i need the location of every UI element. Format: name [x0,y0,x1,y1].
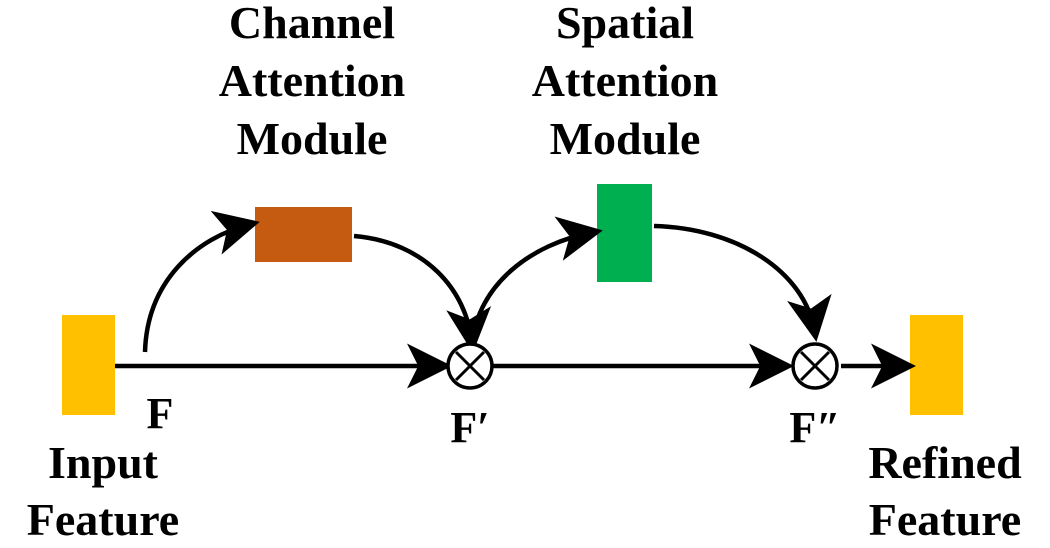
refined-feature-caption: Refined Feature [868,437,1022,545]
spatial-title-line-1: Spatial [556,0,694,48]
input-feature-caption: Input Feature [27,437,179,545]
first-multiply-symbol: F′ [450,403,489,452]
refined-caption-line-2: Feature [869,494,1021,545]
input-caption-line-1: Input [48,437,159,488]
input-feature-symbol: F [147,389,174,438]
spatial-title-line-3: Module [550,113,701,164]
input-caption-line-2: Feature [27,494,179,545]
channel-attention-block [255,207,352,262]
spatial-title-line-2: Attention [532,55,719,106]
channel-attention-title: Channel Attention Module [219,0,406,164]
refined-feature-block [910,315,963,415]
arrow-first-multiply-to-spatial [469,216,603,345]
refined-caption-line-1: Refined [868,437,1022,488]
spatial-attention-title: Spatial Attention Module [532,0,719,164]
multiply-circle-icon [446,342,494,390]
connectors [115,210,916,389]
arrow-input-to-channel [142,210,260,353]
second-multiply-symbol: F″ [789,403,840,452]
channel-title-line-3: Module [237,113,388,164]
channel-title-line-1: Channel [229,0,395,48]
channel-title-line-2: Attention [219,55,406,106]
multiply-circle-icon [791,342,839,390]
spatial-attention-block [597,184,652,282]
arrow-spatial-to-second-multiply [653,223,832,342]
input-feature-block [62,315,115,415]
arrow-channel-to-first-multiply [353,233,492,353]
